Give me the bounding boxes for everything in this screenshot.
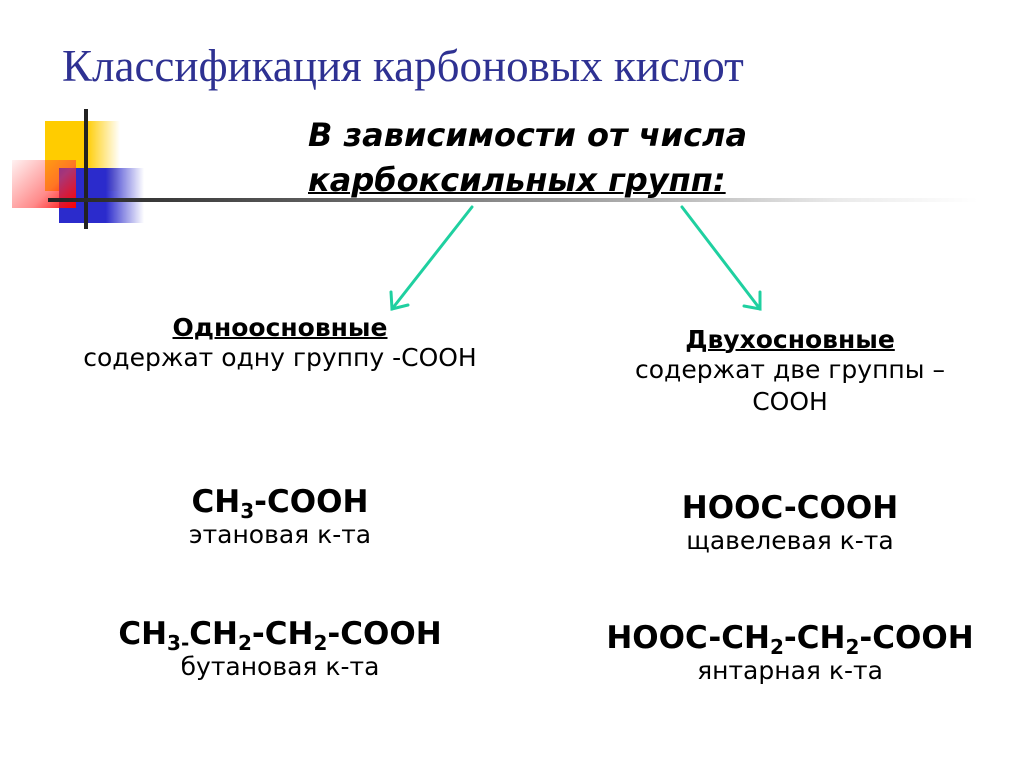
subtitle-line-1: В зависимости от числа [308,116,748,154]
name-succinic-acid: янтарная к-та [697,656,883,685]
name-oxalic-acid: щавелевая к-та [686,526,894,555]
example-succinic-acid: HOOC-CH2-CH2-COOH янтарная к-та [555,620,1024,685]
dibasic-section: Двухосновные содержат две группы – COOH [555,325,1024,418]
decorative-squares [0,0,144,240]
name-acetic-acid: этановая к-та [188,520,372,549]
subtitle-line-2: карбоксильных групп: [308,161,726,199]
slide-title: Классификация карбоновых кислот [62,41,744,91]
formula-oxalic-acid: HOOC-COOH [681,490,899,526]
monobasic-description: содержат одну группу -COOH [83,343,477,372]
dibasic-description-line-2: COOH [752,387,828,416]
name-butanoic-acid: бутановая к-та [180,652,380,681]
arrow-left-icon [389,205,474,311]
dibasic-description-line-1: содержат две группы – [635,355,945,384]
example-butanoic-acid: CH3-CH2-CH2-COOH бутановая к-та [40,616,520,681]
monobasic-heading: Одноосновные [172,313,388,342]
horizontal-rule [48,198,978,202]
example-acetic-acid: CH3-COOH этановая к-та [40,484,520,549]
example-oxalic-acid: HOOC-COOH щавелевая к-та [555,490,1024,555]
formula-butanoic-acid: CH3-CH2-CH2-COOH [118,616,442,655]
vertical-rule [84,109,88,229]
dibasic-heading: Двухосновные [685,325,895,354]
slide-subtitle: В зависимости от числа карбоксильных гру… [308,113,747,203]
formula-succinic-acid: HOOC-CH2-CH2-COOH [606,620,974,659]
arrow-right-icon [680,205,762,311]
formula-acetic-acid: CH3-COOH [191,484,369,523]
monobasic-section: Одноосновные содержат одну группу -COOH [40,313,520,374]
